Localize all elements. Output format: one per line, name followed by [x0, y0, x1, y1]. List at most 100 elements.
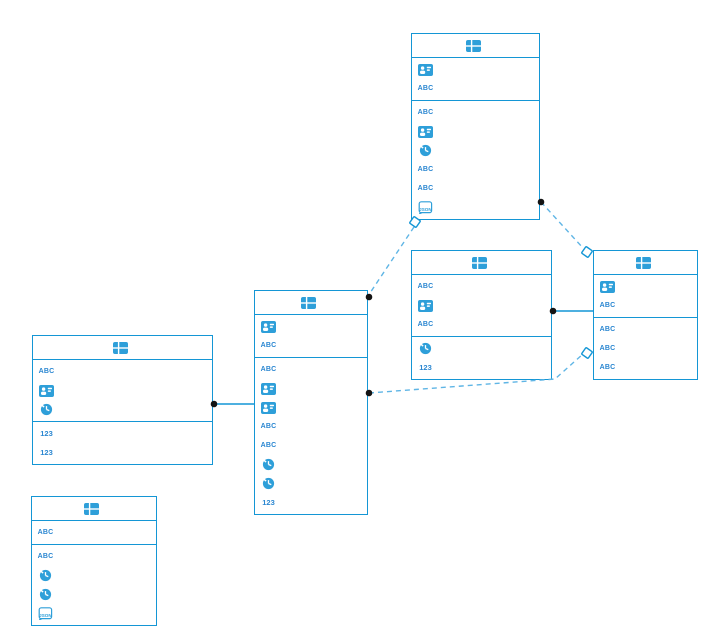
- field-type-icon-slot: [417, 63, 434, 76]
- table-rides[interactable]: ABC ABC ABC ABC 123: [254, 290, 368, 515]
- field-row-user_promo_codes-code: ABC: [412, 315, 551, 334]
- field-row-vehicles-ext: JSON: [412, 198, 539, 217]
- field-type-icon-slot: ABC: [37, 553, 54, 560]
- field-row-promo_codes-rules: JSON: [32, 604, 156, 623]
- field-row-vehicle_location_histories-timestamp: [33, 400, 212, 419]
- string-type-icon: ABC: [260, 342, 277, 349]
- string-type-icon: ABC: [417, 185, 434, 192]
- table-users-fields-section: ABC ABC ABC: [594, 318, 697, 379]
- uuid-id-icon: [261, 382, 276, 395]
- string-type-icon: ABC: [599, 364, 616, 371]
- field-type-icon-slot: [417, 342, 434, 355]
- uuid-id-icon: [418, 63, 433, 76]
- field-type-icon-slot: ABC: [260, 442, 277, 449]
- uuid-id-icon: [261, 401, 276, 414]
- table-header-vehicles[interactable]: [412, 34, 539, 58]
- field-type-icon-slot: [417, 144, 434, 157]
- field-row-rides-rider_id: [255, 379, 367, 398]
- table-vehicle_location_histories[interactable]: ABC 123 123: [32, 335, 213, 465]
- field-row-rides-vehicle_id: [255, 398, 367, 417]
- table-icon: [465, 39, 481, 52]
- field-row-vehicle_location_histories-city: ABC: [33, 362, 212, 381]
- field-type-icon-slot: [260, 382, 277, 395]
- string-type-icon: ABC: [37, 553, 54, 560]
- relationship-line-vehicles-to-rides: [369, 226, 415, 294]
- timestamp-icon: [419, 144, 432, 157]
- string-type-icon: ABC: [38, 368, 55, 375]
- field-row-users-credit_card: ABC: [594, 358, 697, 377]
- field-type-icon-slot: [260, 477, 277, 490]
- timestamp-icon: [419, 342, 432, 355]
- field-type-icon-slot: [37, 569, 54, 582]
- table-header-users[interactable]: [594, 251, 697, 275]
- uuid-id-icon: [600, 280, 615, 293]
- field-row-user_promo_codes-city: ABC: [412, 277, 551, 296]
- field-row-vehicle_location_histories-long: 123: [33, 443, 212, 462]
- field-type-icon-slot: [417, 299, 434, 312]
- field-type-icon-slot: [260, 401, 277, 414]
- field-type-icon-slot: [37, 588, 54, 601]
- relationship-line-vehicles-to-users: [540, 201, 584, 249]
- uuid-id-icon: [261, 320, 276, 333]
- field-row-promo_codes-creation_time: [32, 566, 156, 585]
- field-row-rides-end_time: [255, 474, 367, 493]
- table-header-promo_codes[interactable]: [32, 497, 156, 521]
- field-type-icon-slot: ABC: [599, 302, 616, 309]
- string-type-icon: ABC: [599, 345, 616, 352]
- field-row-vehicle_location_histories-ride_id: [33, 381, 212, 400]
- field-type-icon-slot: [260, 458, 277, 471]
- field-row-users-name: ABC: [594, 320, 697, 339]
- table-header-user_promo_codes[interactable]: [412, 251, 551, 275]
- table-users[interactable]: ABC ABC ABC ABC: [593, 250, 698, 380]
- field-row-vehicles-type: ABC: [412, 103, 539, 122]
- field-type-icon-slot: JSON: [417, 201, 434, 214]
- string-type-icon: ABC: [37, 529, 54, 536]
- field-type-icon-slot: 123: [417, 364, 434, 372]
- string-type-icon: ABC: [599, 326, 616, 333]
- field-type-icon-slot: [38, 384, 55, 397]
- field-row-rides-city: ABC: [255, 336, 367, 355]
- field-row-users-city: ABC: [594, 296, 697, 315]
- field-type-icon-slot: 123: [38, 449, 55, 457]
- field-type-icon-slot: ABC: [417, 185, 434, 192]
- field-row-users-id: [594, 277, 697, 296]
- field-type-icon-slot: ABC: [38, 368, 55, 375]
- field-type-icon-slot: ABC: [260, 423, 277, 430]
- number-type-icon: 123: [419, 362, 432, 372]
- field-row-vehicles-creation_time: [412, 141, 539, 160]
- table-rides-fields-section: ABC ABC ABC 123: [255, 358, 367, 514]
- field-row-rides-vehicle_city: ABC: [255, 360, 367, 379]
- string-type-icon: ABC: [599, 302, 616, 309]
- table-vehicles[interactable]: ABC ABC ABC ABC JSON: [411, 33, 540, 220]
- string-type-icon: ABC: [417, 85, 434, 92]
- table-icon: [471, 256, 487, 269]
- table-promo_codes-primary-key-section: ABC: [32, 521, 156, 545]
- svg-text:JSON: JSON: [419, 207, 432, 212]
- field-row-promo_codes-code: ABC: [32, 523, 156, 542]
- table-user_promo_codes-primary-key-section: ABC ABC: [412, 275, 551, 337]
- table-icon: [301, 296, 316, 309]
- uuid-id-icon: [418, 299, 433, 312]
- table-user_promo_codes[interactable]: ABC ABC 123: [411, 250, 552, 380]
- field-type-icon-slot: [599, 280, 616, 293]
- field-type-icon-slot: ABC: [417, 109, 434, 116]
- string-type-icon: ABC: [417, 166, 434, 173]
- field-row-vehicle_location_histories-lat: 123: [33, 424, 212, 443]
- string-type-icon: ABC: [417, 321, 434, 328]
- string-type-icon: ABC: [260, 442, 277, 449]
- table-header-vehicle_location_histories[interactable]: [33, 336, 212, 360]
- svg-text:JSON: JSON: [39, 613, 52, 618]
- table-vehicle_location_histories-primary-key-section: ABC: [33, 360, 212, 422]
- json-icon: JSON: [38, 607, 52, 620]
- field-type-icon-slot: [417, 125, 434, 138]
- field-type-icon-slot: ABC: [260, 366, 277, 373]
- table-promo_codes[interactable]: ABC ABC JSON: [31, 496, 157, 626]
- relationship-diamond-endpoint-users: [581, 347, 593, 359]
- field-row-rides-start_address: ABC: [255, 417, 367, 436]
- table-header-rides[interactable]: [255, 291, 367, 315]
- table-vehicle_location_histories-fields-section: 123 123: [33, 422, 212, 464]
- json-icon: JSON: [418, 201, 432, 214]
- field-row-rides-revenue: 123: [255, 493, 367, 512]
- field-row-vehicles-id: [412, 60, 539, 79]
